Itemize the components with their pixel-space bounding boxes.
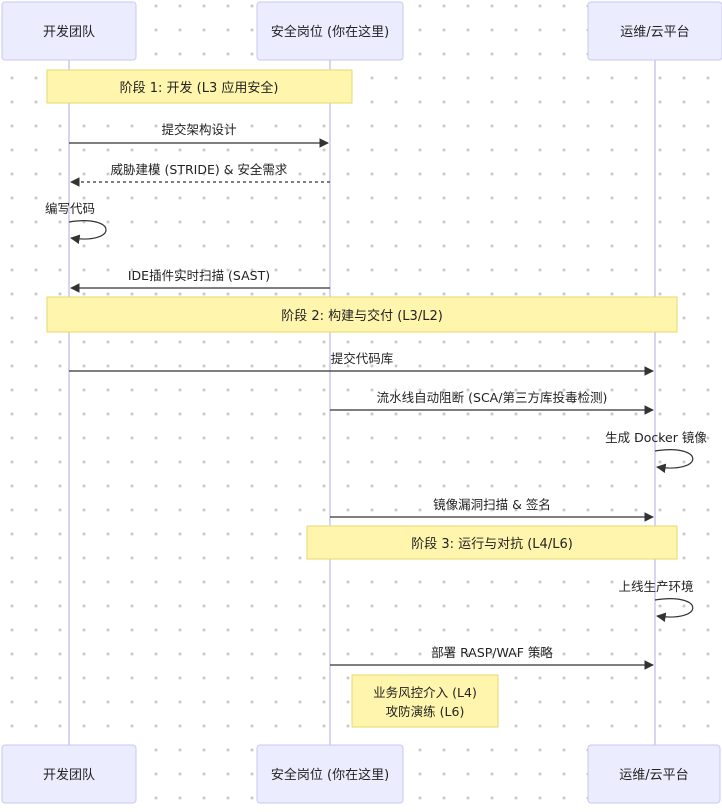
message-pipeline-block: 流水线自动阻断 (SCA/第三方库投毒检测) [330,390,654,415]
participant-sec-top: 安全岗位 (你在这里) [256,1,404,61]
message-deploy-rasp-waf: 部署 RASP/WAF 策略 [330,645,654,670]
message-self-arrow [654,598,694,622]
participant-sec-label: 安全岗位 (你在这里) [271,24,389,40]
participant-ops-label: 运维/云平台 [620,25,689,40]
phase-3-label: 阶段 3: 运行与对抗 (L4/L6) [411,537,573,552]
message-go-live: 上线生产环境 [618,579,694,622]
note-line-1: 业务风控介入 (L4) [373,685,477,700]
participant-dev-bottom: 开发团队 [1,744,137,804]
phase-1-label: 阶段 1: 开发 (L3 应用安全) [120,80,279,96]
message-label: 上线生产环境 [618,579,693,594]
message-label: IDE插件实时扫描 (SAST) [128,268,270,283]
message-label: 编写代码 [45,201,95,216]
phase-1-note: 阶段 1: 开发 (L3 应用安全) [46,69,353,104]
participant-sec-label: 安全岗位 (你在这里) [271,767,389,783]
message-label: 流水线自动阻断 (SCA/第三方库投毒检测) [377,390,608,405]
message-label: 镜像漏洞扫描 & 签名 [433,497,551,512]
message-submit-repo: 提交代码库 [69,351,654,376]
message-self-arrow [654,449,694,473]
participant-dev-top: 开发团队 [1,1,137,61]
message-label: 提交代码库 [331,351,394,366]
phase-2-label: 阶段 2: 构建与交付 (L3/L2) [281,308,443,324]
participant-ops-top: 运维/云平台 [587,1,722,61]
message-image-scan: 镜像漏洞扫描 & 签名 [330,497,654,522]
message-self-arrow [68,220,107,245]
message-label: 提交架构设计 [161,122,236,137]
phase-2-note: 阶段 2: 构建与交付 (L3/L2) [46,296,678,333]
message-build-docker: 生成 Docker 镜像 [605,430,707,473]
note-line-2: 攻防演练 (L6) [386,704,465,719]
message-threat-modeling: 威胁建模 (STRIDE) & 安全需求 [70,162,330,187]
message-ide-sast: IDE插件实时扫描 (SAST) [70,268,330,293]
message-label: 部署 RASP/WAF 策略 [431,645,553,660]
message-label: 威胁建模 (STRIDE) & 安全需求 [111,162,288,177]
participant-sec-bottom: 安全岗位 (你在这里) [256,744,404,804]
phase-3-note: 阶段 3: 运行与对抗 (L4/L6) [306,525,678,560]
message-write-code: 编写代码 [45,201,107,245]
participant-ops-bottom: 运维/云平台 [587,744,721,804]
note-risk-control: 业务风控介入 (L4) 攻防演练 (L6) [351,674,499,728]
message-submit-design: 提交架构设计 [69,122,329,148]
participant-dev-label: 开发团队 [43,767,95,783]
message-label: 生成 Docker 镜像 [605,430,707,445]
participant-ops-label: 运维/云平台 [619,768,688,783]
participant-dev-label: 开发团队 [43,24,95,40]
